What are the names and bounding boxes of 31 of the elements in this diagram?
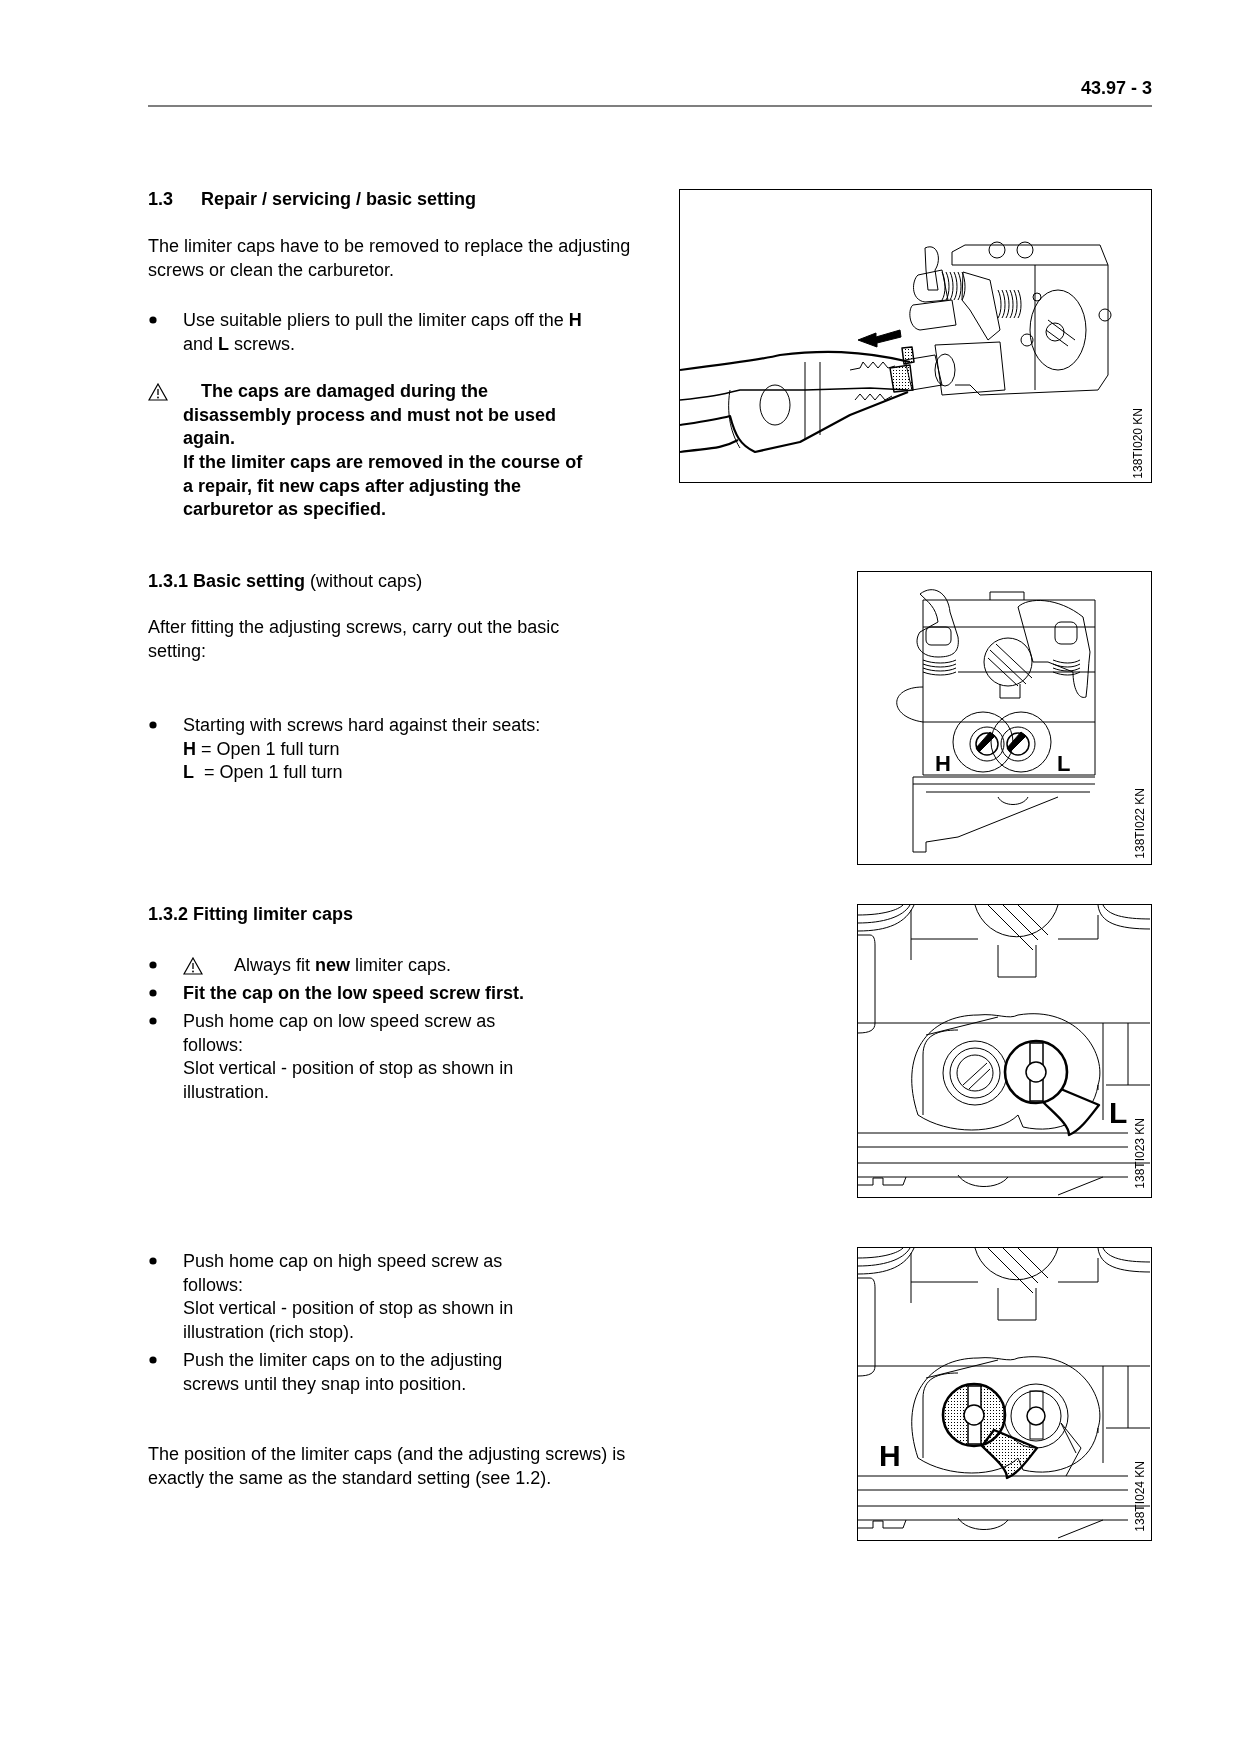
list-item: Push home cap on high speed screw as follows: bbox=[183, 1250, 504, 1297]
section-heading: 1.3.1 Basic setting (without caps) bbox=[148, 570, 424, 593]
list-item: Push home cap on low speed screw as follows: bbox=[183, 1010, 497, 1057]
list-item: Fit the cap on the low speed screw first. bbox=[183, 982, 526, 1005]
paragraph: Slot vertical - position of stop as shown in illustration. bbox=[183, 1057, 515, 1104]
screw-label: L bbox=[1109, 1098, 1128, 1128]
paragraph: The position of the limiter caps (and the adjusting screws) is exactly the same as the standard setting (see 1.2). bbox=[148, 1443, 627, 1490]
paragraph: The limiter caps have to be removed to replace the adjusting screws or clean the carburetor. bbox=[148, 235, 632, 282]
screw-label: L bbox=[1057, 753, 1071, 775]
figure-code: 138TI024 KN bbox=[1134, 1461, 1147, 1532]
screw-label: H bbox=[879, 1441, 901, 1471]
list-item: Use suitable pliers to pull the limiter caps off the H and L screws. bbox=[183, 309, 583, 356]
list-item: Always fit new limiter caps. bbox=[234, 954, 453, 977]
figure-code: 138TI020 KN bbox=[1132, 408, 1145, 479]
page-number: 43.97 - 3 bbox=[1079, 77, 1152, 100]
list-item: Push the limiter caps on to the adjusting screws until they snap into position. bbox=[183, 1349, 504, 1396]
screw-label: H bbox=[935, 753, 951, 775]
warning-text: If the limiter caps are removed in the course of a repair, fit new caps after adjusting the carburetor as specified. bbox=[183, 451, 583, 521]
setting-line: H = Open 1 full turn bbox=[183, 738, 341, 761]
section-number: 1.3 bbox=[148, 188, 175, 211]
setting-line: L = Open 1 full turn bbox=[183, 761, 344, 784]
paragraph: Slot vertical - position of stop as shown in illustration (rich stop). bbox=[183, 1297, 515, 1344]
figure-panel bbox=[679, 189, 1152, 483]
section-heading: Repair / servicing / basic setting bbox=[201, 188, 478, 211]
paragraph: After fitting the adjusting screws, carry out the basic setting: bbox=[148, 616, 561, 663]
section-heading: 1.3.2 Fitting limiter caps bbox=[148, 903, 355, 926]
list-item: Starting with screws hard against their seats: bbox=[183, 714, 542, 737]
warning-text: The caps are damaged during the disassembly process and must not be used again. bbox=[183, 380, 558, 450]
figure-panel bbox=[857, 571, 1152, 865]
figure-code: 138TI022 KN bbox=[1134, 788, 1147, 859]
figure-code: 138TI023 KN bbox=[1134, 1118, 1147, 1189]
